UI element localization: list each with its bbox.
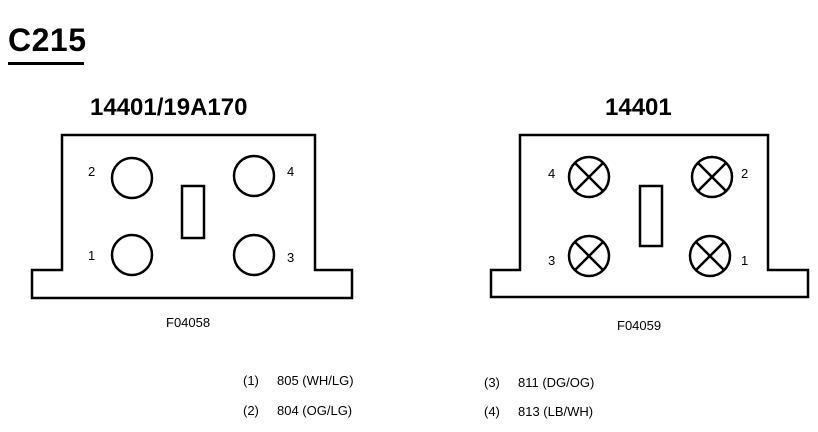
legend-item-4: (4) 813 (LB/WH) [484,404,593,419]
connector-left-title: 14401/19A170 [90,94,248,121]
connector-left-pin-2 [110,156,154,200]
connector-left-pin-3 [232,233,276,277]
connector-left-label-3: 3 [287,250,294,265]
connector-left-pin-4 [232,154,276,198]
legend-item-number: (4) [484,404,500,419]
connector-left-label-4: 4 [287,164,294,179]
legend-item-2: (2) 804 (OG/LG) [243,403,352,418]
connector-right-key [638,184,664,248]
legend-item-number: (2) [243,403,259,418]
legend-item-text: 804 (OG/LG) [277,403,353,418]
figure-code-right: F04059 [617,318,662,333]
connector-right-pin-1 [688,234,732,278]
legend-item-text: 805 (WH/LG) [277,373,354,388]
connector-left-body [30,133,354,300]
connector-right-body [489,133,810,299]
connector-right-pin-2 [690,155,734,199]
connector-left-label-1: 1 [88,248,95,263]
connector-right-label-3: 3 [548,253,555,268]
connector-right-label-1: 1 [741,253,748,268]
legend-item-text: 811 (DG/OG) [518,375,595,390]
connector-left-key [180,184,206,240]
connector-right-label-4: 4 [548,166,555,181]
connector-left-label-2: 2 [88,164,95,179]
legend-item-text: 813 (LB/WH) [518,404,594,419]
title-underline [8,62,84,65]
figure-code-left: F04058 [166,315,211,330]
legend-item-3: (3) 811 (DG/OG) [484,375,594,390]
connector-right-pin-4 [567,155,611,199]
connector-right-pin-3 [567,234,611,278]
diagram-title: C215 [8,22,87,58]
legend-item-number: (1) [243,373,259,388]
legend-item-number: (3) [484,375,500,390]
connector-left-pin-1 [110,233,154,277]
connector-right-title: 14401 [605,94,672,121]
connector-right-label-2: 2 [741,166,748,181]
legend-item-1: (1) 805 (WH/LG) [243,373,354,388]
